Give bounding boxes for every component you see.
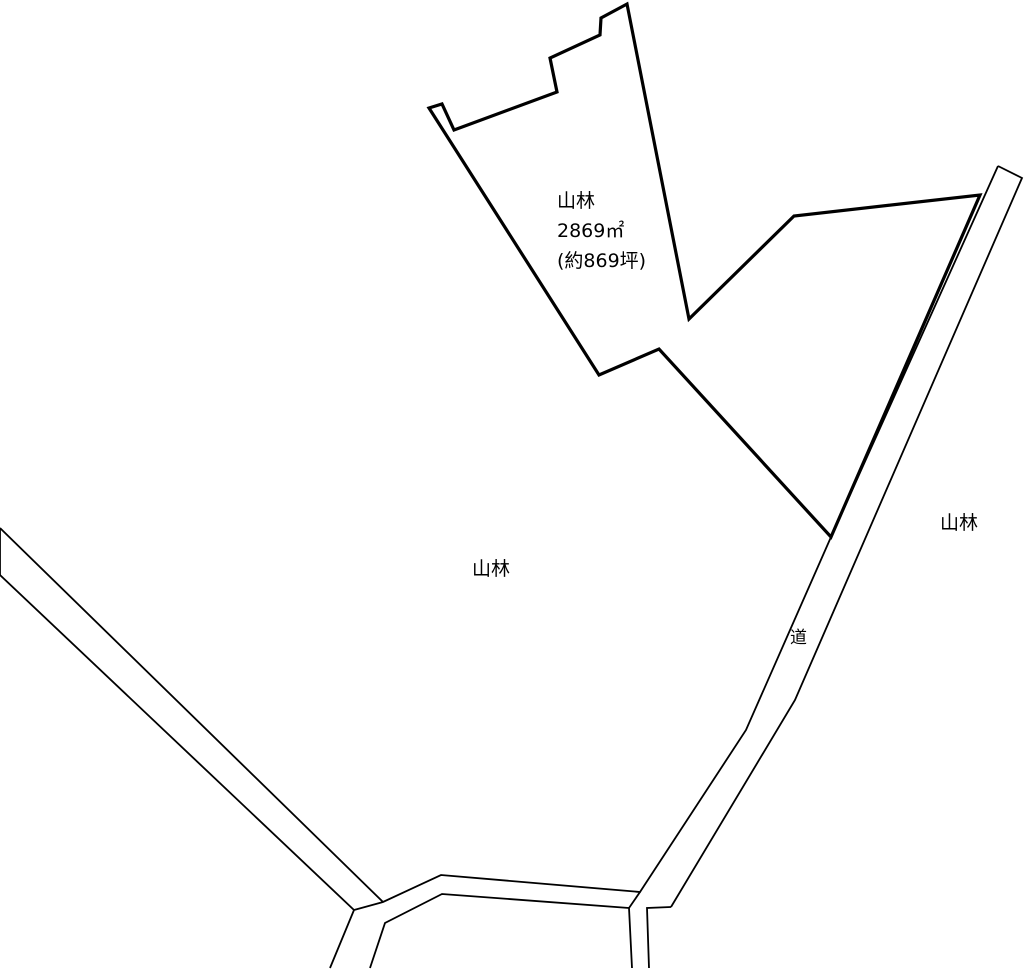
road-label: 道 [790, 628, 807, 648]
parcel-area-sqm-label: 2869㎡ [557, 219, 624, 242]
road-left-edge-upper [0, 527, 384, 903]
road-bottom-edge-lower [369, 893, 630, 969]
parcel-category-label: 山林 [557, 190, 595, 212]
road-bottom-branch-right [628, 891, 672, 969]
parcel-area-tsubo-label: (約869坪) [557, 250, 646, 272]
left-area-label: 山林 [472, 558, 510, 580]
road-left-edge-lower [0, 574, 355, 911]
road-right-edge-right [670, 165, 1024, 908]
subject-parcel-boundary [426, 1, 983, 540]
right-area-label: 山林 [940, 512, 978, 534]
road-right-edge-left [329, 165, 999, 969]
